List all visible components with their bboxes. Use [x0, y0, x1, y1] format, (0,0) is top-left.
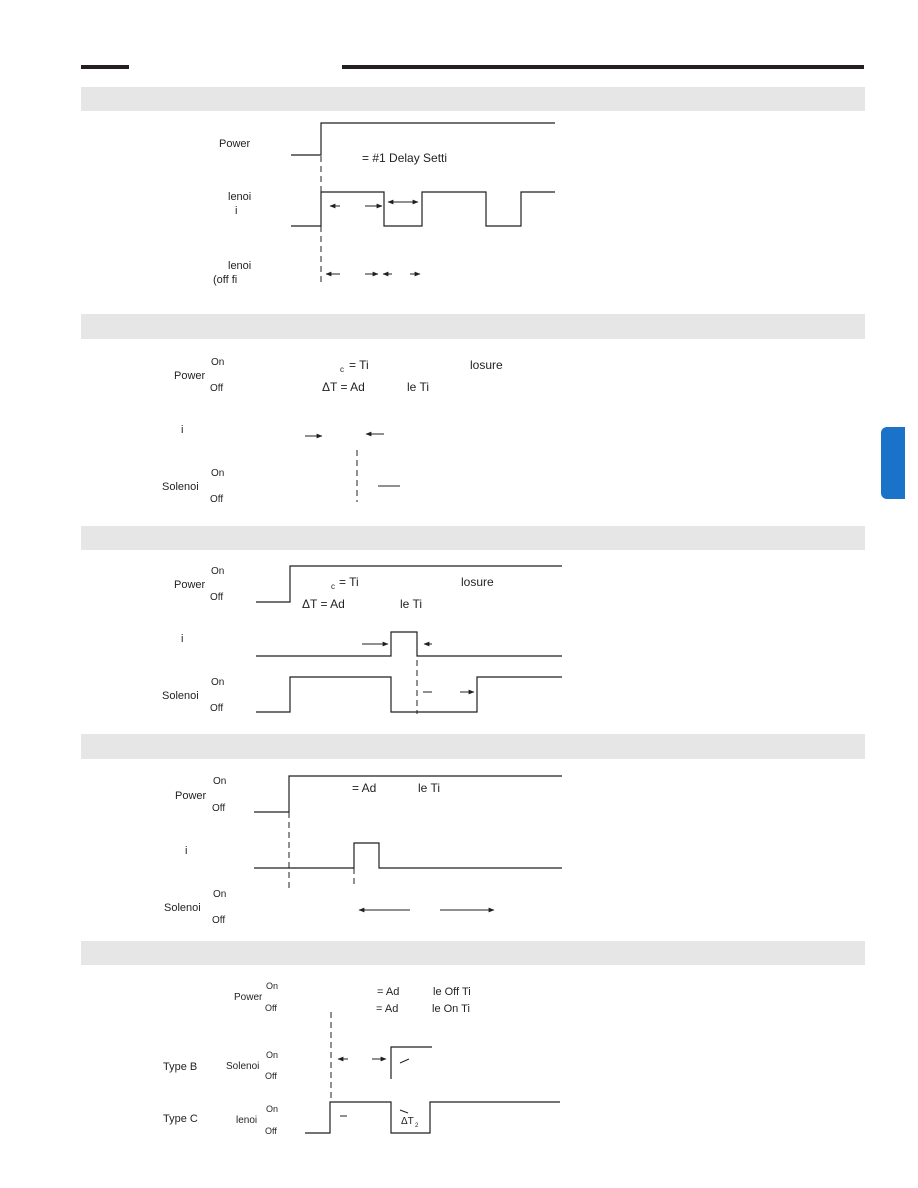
panel2-solenoid-label: Solenoi: [162, 481, 199, 493]
panel1-power-label: Power: [219, 138, 251, 150]
section-band-4: [81, 734, 865, 759]
panel3-input-wave: [256, 631, 562, 657]
panel5-dt2-text: ΔT: [401, 1116, 414, 1127]
section-band-2: [81, 314, 865, 339]
panel5-type-b: Type B: [163, 1061, 198, 1073]
panel1-solenoid2-label-2: (off fi: [213, 274, 238, 286]
panel2-power-off: Off: [210, 383, 224, 394]
panel3-power-label: Power: [174, 579, 206, 591]
panel2-tc-text: = Ti: [349, 358, 369, 372]
header-rule-left: [81, 65, 129, 69]
panel1-solenoid-label-2: i: [235, 205, 238, 217]
panel3-solenoid-label: Solenoi: [162, 690, 199, 702]
panel2-delta-tail: le Ti: [407, 380, 430, 394]
panel3-tc-text: = Ti: [339, 575, 359, 589]
panel4-input-wave: [254, 842, 562, 869]
panel4-power-wave: [254, 775, 562, 813]
panel5-type-b-wave: [390, 1046, 432, 1079]
panel5-type-b-sol: Solenoi: [226, 1061, 260, 1072]
panel2-input-label: i: [181, 424, 184, 436]
panel3-tc-sub: c: [331, 582, 335, 591]
panel3-power-on: On: [211, 566, 225, 577]
panel5-tick-b: [399, 1058, 410, 1064]
panel2-delta-text: ΔT = Ad: [322, 380, 365, 394]
panel5-type-c-sol: lenoi: [236, 1115, 258, 1126]
panel5-type-c-wave: [305, 1101, 560, 1134]
panel3-sol-on: On: [211, 677, 225, 688]
panel2-sol-off: Off: [210, 494, 224, 505]
panel1-solenoid-wave: [291, 191, 555, 227]
panel5-power-label: Power: [234, 992, 263, 1003]
panel2-power-on: On: [211, 357, 225, 368]
panel1-delay-text: = #1 Delay Setti: [362, 151, 448, 165]
panel3-power-wave: [256, 565, 562, 603]
panel1-solenoid-label-1: lenoi: [228, 191, 252, 203]
panel5-type-c: Type C: [163, 1113, 198, 1125]
panel1-solenoid2-label-1: lenoi: [228, 260, 252, 272]
panel3-closure-text: losure: [461, 575, 494, 589]
panel4-power-off: Off: [212, 803, 226, 814]
panel3-power-off: Off: [210, 592, 224, 603]
panel4-eq-tail: le Ti: [418, 781, 441, 795]
side-section-tab[interactable]: [881, 427, 905, 499]
panel3-delta-text: ΔT = Ad: [302, 597, 345, 611]
panel3-delta-tail: le Ti: [400, 597, 423, 611]
panel5-eq1-tail: le Off Ti: [433, 986, 471, 998]
panel4-solenoid-label: Solenoi: [164, 902, 201, 914]
panel4-power-label: Power: [175, 790, 207, 802]
panel5-power-off: Off: [265, 1003, 277, 1013]
panel5-power-on: On: [266, 981, 279, 991]
panel4-power-on: On: [213, 776, 227, 787]
panel5-tick-c: [399, 1109, 409, 1114]
panel3-solenoid-wave: [256, 676, 562, 713]
panel5-dt2-sub: 2: [415, 1123, 419, 1129]
panel4-sol-on: On: [213, 889, 227, 900]
panel5-type-c-off: Off: [265, 1126, 277, 1136]
panel3-sol-off: Off: [210, 703, 224, 714]
panel2-power-label: Power: [174, 370, 206, 382]
panel5-eq2-text: = Ad: [376, 1003, 399, 1015]
panel2-closure-text: losure: [470, 358, 503, 372]
panel1-power-wave: [291, 122, 555, 156]
panel4-eq-text: = Ad: [352, 781, 377, 795]
panel2-sol-on: On: [211, 468, 225, 479]
panel5-type-c-on: On: [266, 1104, 279, 1114]
header-rule-right: [342, 65, 864, 69]
section-band-3: [81, 526, 865, 550]
section-band-5: [81, 941, 865, 965]
panel5-eq2-tail: le On Ti: [432, 1003, 470, 1015]
panel2-tc-sub: c: [340, 365, 344, 374]
panel5-type-b-off: Off: [265, 1071, 277, 1081]
panel5-eq1-text: = Ad: [377, 986, 400, 998]
panel5-type-b-on: On: [266, 1050, 279, 1060]
panel4-input-label: i: [185, 845, 188, 857]
panel4-sol-off: Off: [212, 915, 226, 926]
section-band-1: [81, 87, 865, 111]
panel3-input-label: i: [181, 633, 184, 645]
